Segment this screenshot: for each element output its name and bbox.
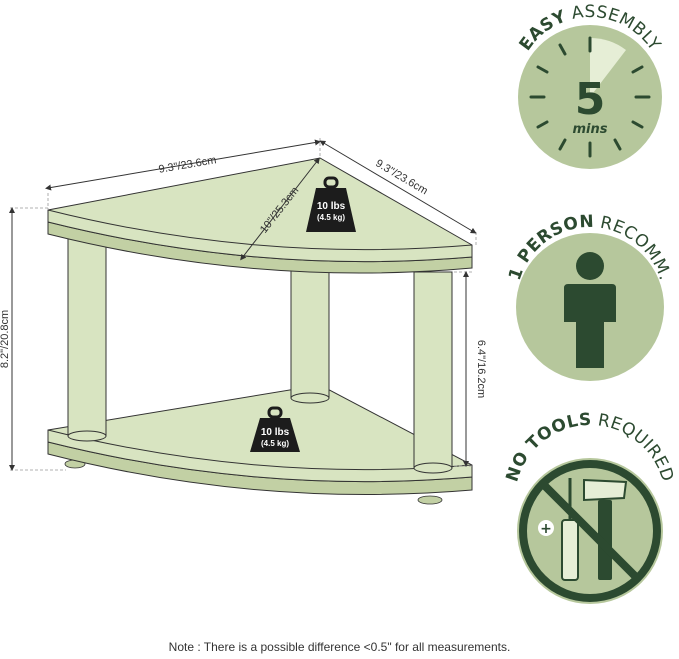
- weight-top-lbs: 10 lbs: [317, 201, 346, 212]
- svg-text:+: +: [540, 521, 552, 537]
- post-rear-left: [67, 233, 107, 442]
- dim-shelf-gap: 6.4"/16.2cm: [475, 340, 487, 398]
- assembly-unit: mins: [573, 122, 608, 137]
- badge-no-tools: NO TOOLS REQUIRED +: [502, 410, 677, 604]
- corner-shelf-drawing: 10 lbs (4.5 kg) 10 lbs (4.5 kg): [47, 157, 473, 505]
- dim-width-left: 9.3"/23.6cm: [158, 154, 218, 176]
- no-symbol-icon: [519, 460, 661, 602]
- badge-easy-assembly: EASY ASSEMBLY 5 mins: [516, 2, 664, 169]
- badge-one-person: 1 PERSON RECOMM.: [505, 212, 674, 381]
- measurement-note: Note : There is a possible difference <0…: [168, 640, 511, 654]
- dim-total-height: 8.2"/20.8cm: [0, 310, 11, 368]
- post-front: [413, 271, 453, 474]
- assembly-minutes: 5: [575, 74, 606, 125]
- person-icon: [564, 252, 616, 368]
- weight-bottom-lbs: 10 lbs: [261, 427, 290, 438]
- weight-top-kg: (4.5 kg): [317, 213, 345, 222]
- shelf-foot: [417, 495, 443, 505]
- clock-icon: 5 mins: [529, 36, 651, 158]
- post-rear-right: [290, 269, 330, 404]
- weight-icon-bottom: 10 lbs (4.5 kg): [250, 406, 300, 452]
- hammer-icon: [583, 478, 628, 580]
- weight-bottom-kg: (4.5 kg): [261, 439, 289, 448]
